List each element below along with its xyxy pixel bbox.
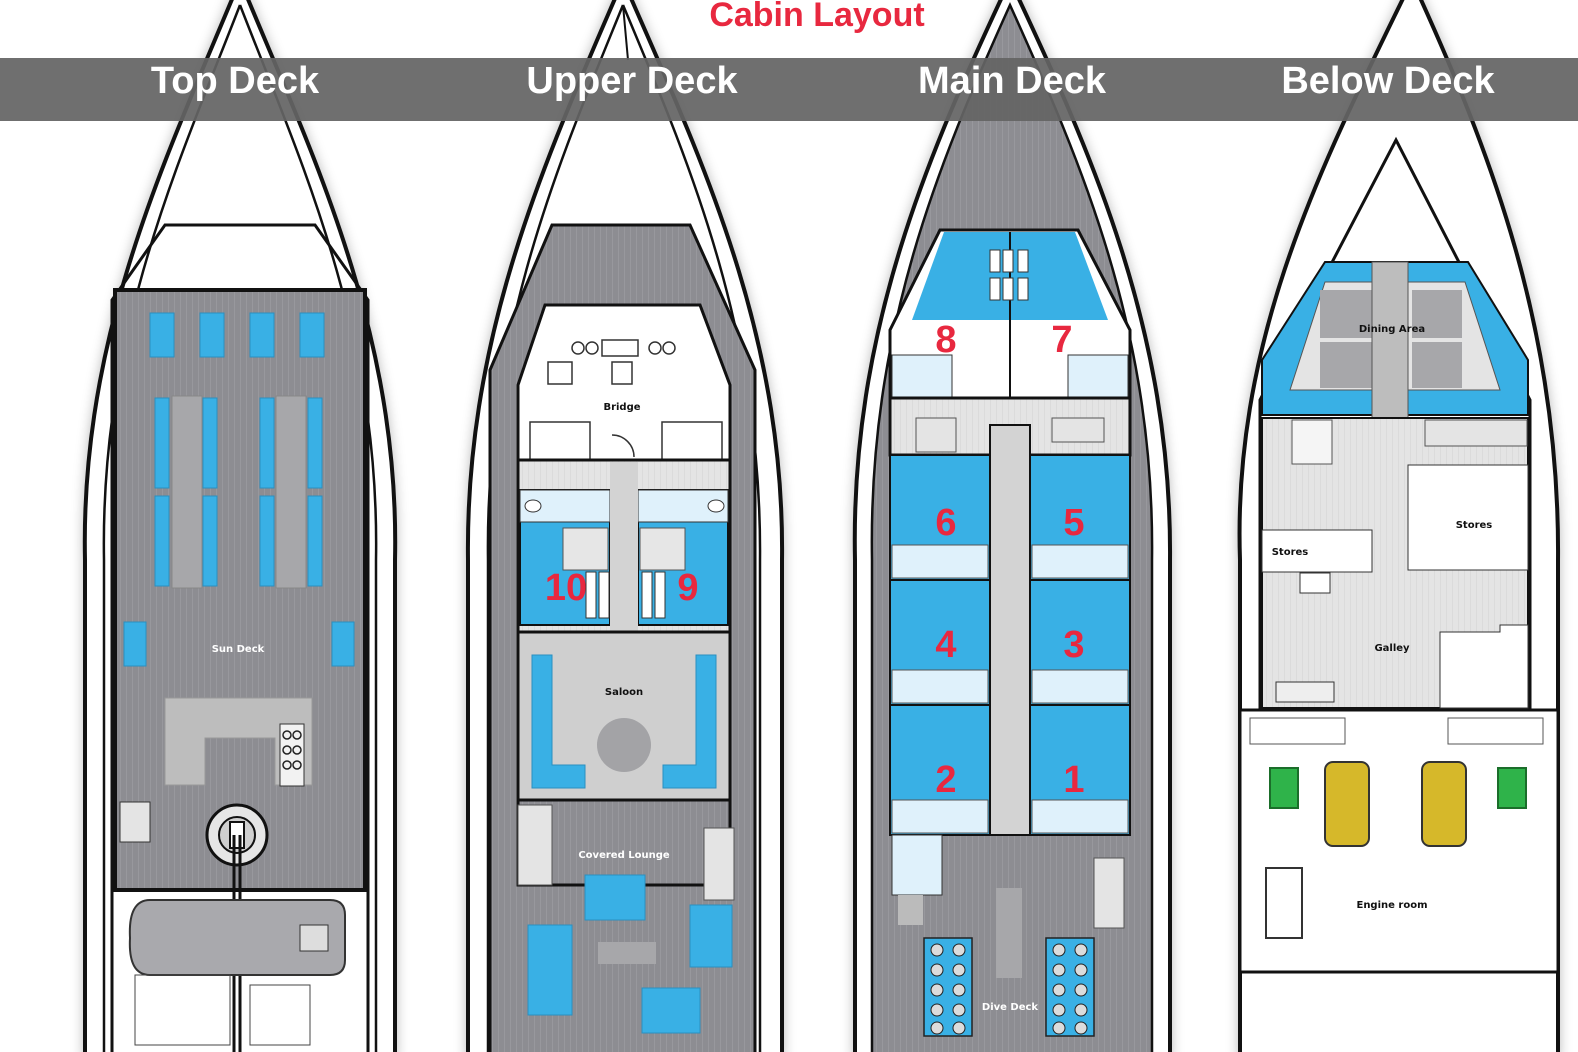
stores-and-galley: [1261, 417, 1529, 709]
sun-deck-floor: [113, 288, 367, 892]
deck-header-banner: [0, 58, 1578, 121]
engine-room: [1238, 708, 1560, 974]
cabin-5-label: 5: [1063, 502, 1084, 544]
deck-heading-upper: Upper Deck: [526, 60, 738, 102]
dive-deck: [891, 834, 1125, 1037]
page-title: Cabin Layout: [709, 0, 925, 34]
bridge-room: [516, 303, 732, 462]
cabin-6-label: 6: [935, 502, 956, 544]
main-cabins-left: [889, 454, 991, 836]
saloon-room: [516, 630, 732, 802]
covered-lounge-label: Covered Lounge: [578, 850, 670, 861]
covered-lounge: [516, 798, 735, 1034]
cabin-4-label: 4: [935, 624, 956, 666]
stores-left-label: Stores: [1272, 547, 1309, 558]
deck-heading-main: Main Deck: [918, 60, 1106, 102]
upper-cabins: [516, 458, 732, 634]
cabin-8-label: 8: [935, 319, 956, 361]
bridge-label: Bridge: [603, 402, 640, 413]
galley-label: Galley: [1374, 643, 1410, 654]
cabin-3-label: 3: [1063, 624, 1084, 666]
sun-loungers: [123, 312, 355, 667]
cabin-2-label: 2: [935, 759, 956, 801]
cabin-10-label: 10: [545, 567, 587, 609]
deck-heading-below: Below Deck: [1281, 60, 1495, 102]
deck-heading-top: Top Deck: [150, 60, 320, 102]
cabin-9-label: 9: [677, 567, 698, 609]
cabin-1-label: 1: [1063, 759, 1084, 801]
engine-room-label: Engine room: [1356, 900, 1427, 911]
forward-cabins: [888, 228, 1132, 402]
cabin-7-label: 7: [1051, 319, 1072, 361]
saloon-label: Saloon: [605, 687, 643, 698]
sun-deck-bar: [119, 697, 313, 843]
dive-deck-label: Dive Deck: [982, 1002, 1039, 1013]
tender-boat: [128, 899, 346, 1046]
main-cabins-right: [1029, 454, 1131, 836]
main-corridor: [888, 396, 1132, 836]
sun-deck-label: Sun Deck: [212, 644, 265, 655]
stores-right-label: Stores: [1456, 520, 1493, 531]
dining-area-label: Dining Area: [1359, 324, 1425, 335]
